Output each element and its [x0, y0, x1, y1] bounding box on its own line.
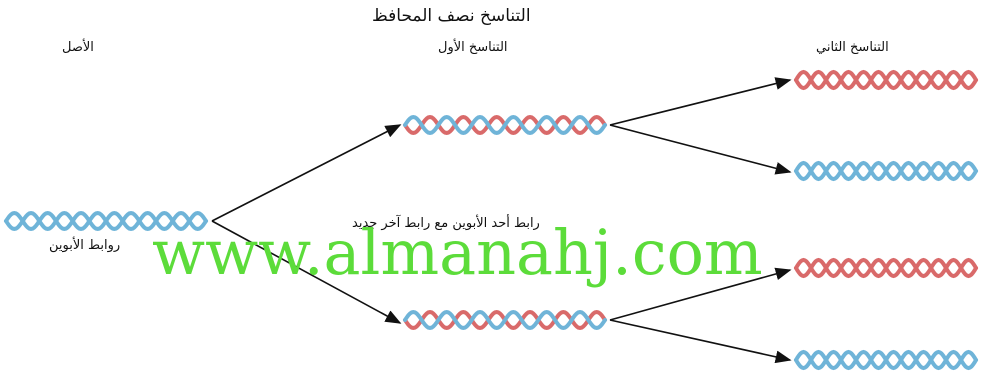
helix-second-2: [794, 160, 978, 182]
helix-second-1: [794, 69, 978, 91]
helix-first-top-strand-b: [403, 114, 607, 136]
helix-original: [4, 210, 208, 232]
arrow-first-bottom-to-3: [609, 267, 792, 321]
arrow-first-bottom-to-4: [609, 319, 792, 364]
label-hybrid-strands: رابط أحد الأبوين مع رابط آخر جديد: [352, 216, 540, 231]
helix-second-3: [794, 257, 978, 279]
helix-first-bottom-strand-b: [403, 309, 607, 331]
label-original: الأصل: [62, 40, 94, 55]
helix-second-4-strand-b: [794, 349, 978, 371]
arrow-original-to-top: [211, 124, 402, 222]
helix-original-strand-b: [4, 210, 208, 232]
helices-group: [4, 69, 978, 371]
helix-second-1-strand-b: [794, 69, 978, 91]
helix-second-3-strand-b: [794, 257, 978, 279]
arrow-first-top-to-1: [609, 77, 792, 126]
arrow-original-to-bottom: [211, 220, 402, 324]
diagram-title: التناسخ نصف المحافظ: [372, 6, 531, 26]
arrow-first-top-to-2: [609, 124, 792, 175]
label-second-replication: التناسخ الثاني: [816, 40, 889, 55]
helix-first-bottom: [403, 309, 607, 331]
arrows-group: [211, 77, 792, 364]
helix-second-2-strand-b: [794, 160, 978, 182]
label-parent-strands: روابط الأبوين: [49, 238, 121, 253]
helix-first-top: [403, 114, 607, 136]
helix-second-4: [794, 349, 978, 371]
label-first-replication: التناسخ الأول: [438, 40, 508, 55]
watermark: www.almanahj.com: [152, 216, 763, 289]
